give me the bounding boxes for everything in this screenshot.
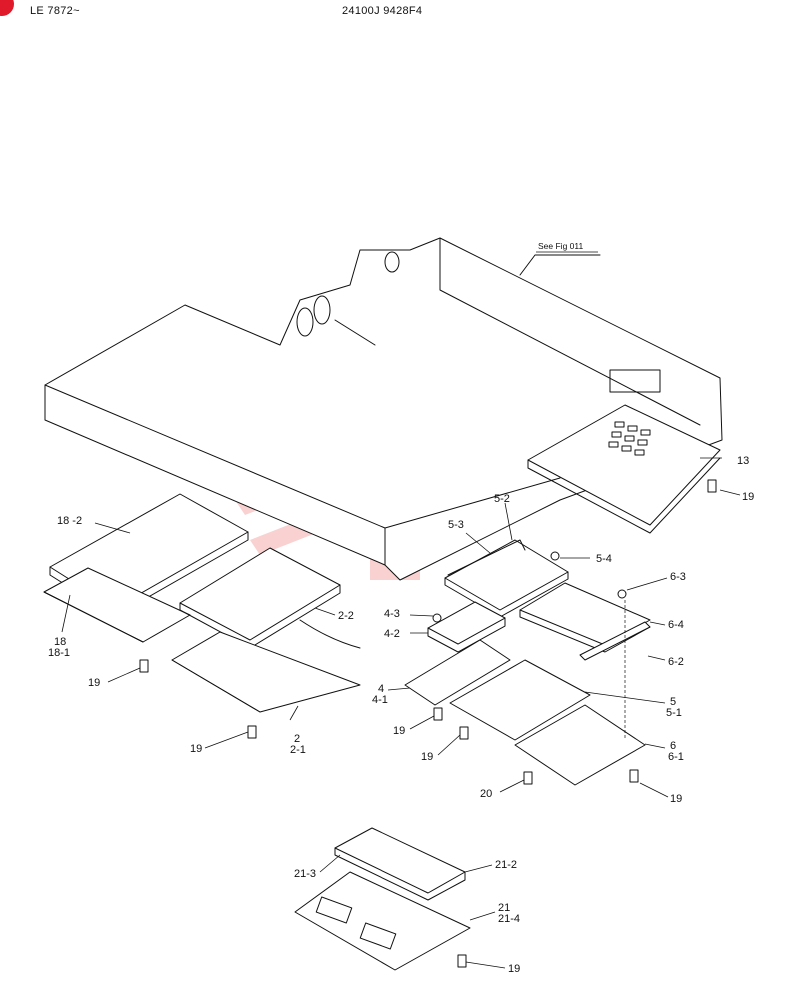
main-housing bbox=[44, 237, 723, 581]
washer-6-3 bbox=[617, 589, 627, 599]
part-label-2: 2 bbox=[294, 733, 300, 745]
part-label-5-2: 5-2 bbox=[494, 493, 510, 505]
model-number: LE 7872~ bbox=[30, 5, 80, 17]
see-fig-note: See Fig 011 bbox=[538, 241, 583, 251]
part-label-6-4: 6-4 bbox=[668, 619, 684, 631]
board-6-4 bbox=[519, 582, 651, 646]
keypad-keys bbox=[608, 421, 651, 456]
part-label-19: 19 bbox=[88, 677, 100, 689]
board-6 bbox=[514, 704, 646, 786]
board-2-2 bbox=[179, 547, 341, 641]
part-label-19: 19 bbox=[190, 743, 202, 755]
part-label-13: 13 bbox=[737, 455, 749, 467]
part-label-5-4: 5-4 bbox=[596, 553, 612, 565]
part-label-4: 4 bbox=[378, 683, 384, 695]
part-label-19: 19 bbox=[742, 491, 754, 503]
part-label-19: 19 bbox=[670, 793, 682, 805]
part-label-2-2: 2-2 bbox=[338, 610, 354, 622]
document-code: 24100J 9428F4 bbox=[342, 5, 423, 17]
block-4-2 bbox=[427, 601, 506, 645]
part-label-6-3: 6-3 bbox=[670, 571, 686, 583]
part-label-21: 21 bbox=[498, 902, 510, 914]
part-label-2-1: 2-1 bbox=[290, 744, 306, 756]
board-21 bbox=[294, 871, 471, 971]
rail-6-2 bbox=[579, 621, 651, 661]
screw-icon bbox=[139, 479, 717, 968]
part-label-6-2: 6-2 bbox=[668, 656, 684, 668]
part-label-18: 18 bbox=[54, 636, 66, 648]
part-label-19: 19 bbox=[508, 963, 520, 975]
tray-2 bbox=[171, 631, 361, 713]
part-label-18-2: 18 -2 bbox=[57, 515, 82, 527]
part-label-5-1: 5-1 bbox=[666, 707, 682, 719]
corner-mark bbox=[0, 0, 14, 16]
part-label-21-4: 21-4 bbox=[498, 913, 520, 925]
part-label-19: 19 bbox=[421, 751, 433, 763]
part-label-18-1: 18-1 bbox=[48, 647, 70, 659]
part-label-21-2: 21-2 bbox=[495, 859, 517, 871]
part-label-20: 20 bbox=[480, 788, 492, 800]
part-label-19: 19 bbox=[393, 725, 405, 737]
leader-lines bbox=[61, 457, 741, 969]
part-label-21-3: 21-3 bbox=[294, 868, 316, 880]
part-label-6: 6 bbox=[670, 740, 676, 752]
washer-5-4 bbox=[550, 551, 560, 561]
see-fig-leader bbox=[519, 254, 601, 276]
part-label-5-3: 5-3 bbox=[448, 519, 464, 531]
washer-4-3 bbox=[432, 613, 442, 623]
keypad-panel bbox=[527, 404, 721, 534]
part-label-6-1: 6-1 bbox=[668, 751, 684, 763]
part-label-4-1: 4-1 bbox=[372, 694, 388, 706]
board-4 bbox=[404, 639, 511, 706]
board-5 bbox=[449, 659, 591, 741]
part-label-5: 5 bbox=[670, 696, 676, 708]
part-label-4-2: 4-2 bbox=[384, 628, 400, 640]
part-label-4-3: 4-3 bbox=[384, 608, 400, 620]
